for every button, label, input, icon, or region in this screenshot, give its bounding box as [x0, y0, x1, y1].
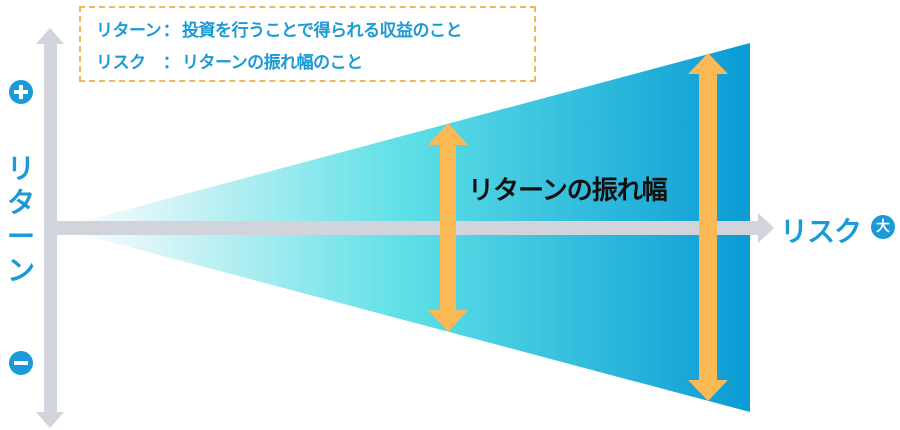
return-label-char: リ: [6, 152, 35, 185]
return-range-label: リターンの振れ幅: [468, 176, 668, 206]
return-axis-label: リ タ ー ン: [4, 152, 38, 288]
legend-term: リターン: [96, 21, 162, 41]
return-axis: [36, 28, 64, 428]
small-range-arrow: [428, 123, 468, 332]
legend-definition: 投資を行うことで得られる収益のこと: [182, 21, 463, 41]
legend-separator: ：: [162, 21, 180, 41]
return-label-char: ン: [6, 254, 35, 287]
legend-definition: リターンの振れ幅のこと: [182, 53, 363, 73]
legend-row-risk: リスク ：リターンの振れ幅のこと: [96, 48, 363, 73]
return-label-char: ー: [6, 220, 35, 253]
legend-term: リスク: [96, 53, 146, 73]
risk-axis: [57, 213, 774, 243]
large-badge-icon: 大: [871, 215, 895, 239]
minus-circle-icon: [9, 351, 33, 375]
large-range-arrow: [688, 53, 728, 401]
risk-axis-label: リスク: [780, 215, 862, 248]
legend-row-return: リターン：投資を行うことで得られる収益のこと: [96, 16, 463, 41]
legend-separator: ：: [162, 53, 180, 73]
return-label-char: タ: [6, 186, 35, 219]
definition-box: リターン：投資を行うことで得られる収益のこと リスク ：リターンの振れ幅のこと: [79, 6, 536, 82]
plus-circle-icon: [9, 80, 33, 104]
